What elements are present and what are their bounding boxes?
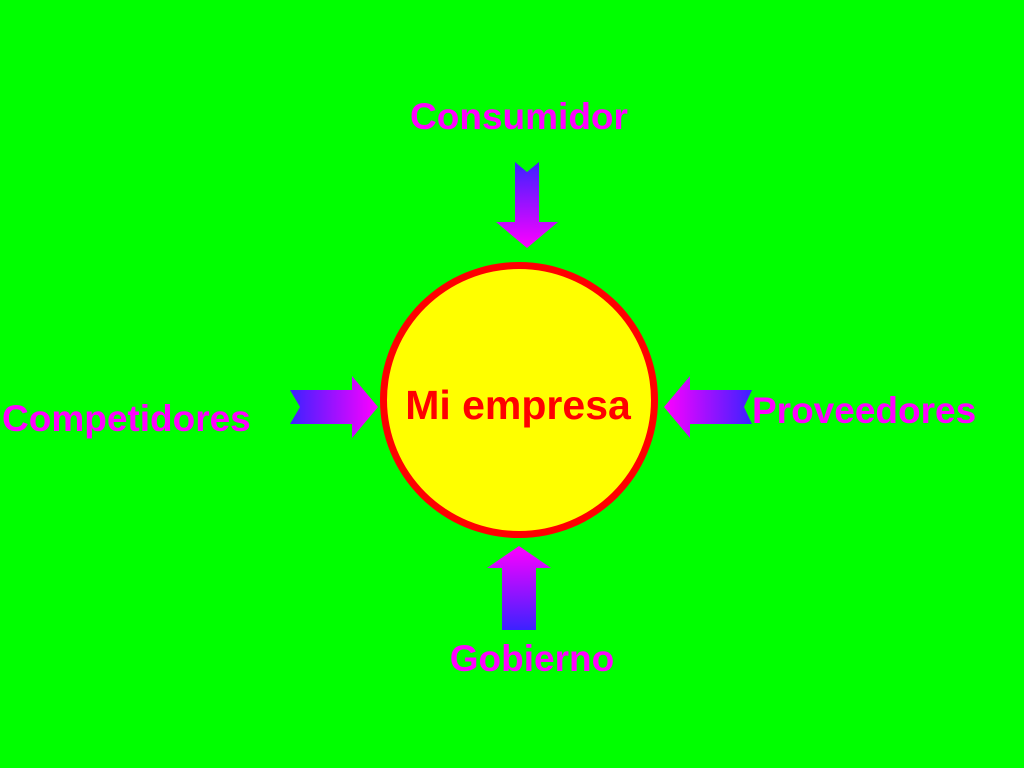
center-label: Mi empresa xyxy=(405,382,631,428)
arrow-down-icon xyxy=(496,162,558,248)
center-circle xyxy=(380,262,658,538)
label-gobierno: Gobierno xyxy=(449,638,615,679)
label-consumidor: Consumidor xyxy=(410,96,628,137)
arrow-left-icon xyxy=(664,376,752,438)
label-proveedores: Proveedores xyxy=(752,390,977,431)
label-competidores: Competidores xyxy=(2,398,251,439)
arrow-up-icon xyxy=(487,546,551,630)
arrow-right-icon xyxy=(290,376,378,438)
